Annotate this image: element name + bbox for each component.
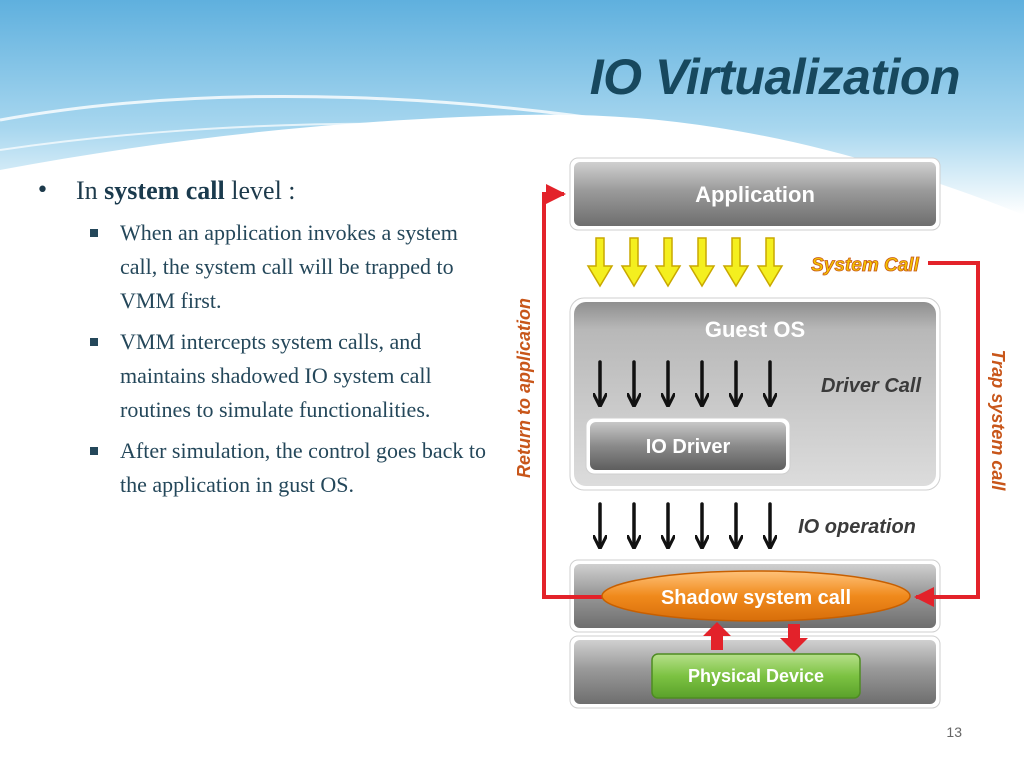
guest-os-label: Guest OS (705, 317, 805, 342)
square-bullet-icon (90, 338, 98, 346)
main-bullet: • In system call level : (30, 170, 500, 212)
system-call-label-bg (802, 251, 928, 277)
shadow-system-call-ellipse: Shadow system call (601, 570, 911, 622)
sub-bullet: VMM intercepts system calls, and maintai… (30, 325, 500, 427)
physical-device-label: Physical Device (688, 666, 824, 686)
io-driver-box: IO Driver (585, 417, 791, 475)
system-call-arrows (586, 237, 784, 288)
return-to-application-line (542, 184, 604, 599)
driver-call-label: Driver Call (821, 375, 921, 397)
application-box: Application (569, 157, 941, 231)
down-red-arrow-icon (780, 624, 808, 652)
system-call-label: System Call (811, 255, 919, 276)
bullet-content: • In system call level : When an applica… (30, 170, 500, 509)
sub-bullet-text: VMM intercepts system calls, and maintai… (120, 329, 432, 422)
square-bullet-icon (90, 447, 98, 455)
io-driver-label: IO Driver (646, 436, 731, 458)
page-number: 13 (946, 724, 962, 740)
shadow-system-call-label: Shadow system call (661, 587, 851, 609)
trap-system-call-label: Trap system call (988, 350, 1008, 492)
trap-system-call-line (914, 261, 980, 607)
application-label: Application (695, 182, 815, 207)
main-bullet-suffix: level : (224, 176, 296, 205)
sub-bullet-text: When an application invokes a system cal… (120, 220, 458, 313)
slide-title: IO Virtualization (589, 49, 961, 105)
io-operation-label: IO operation (798, 516, 916, 538)
sub-bullet: After simulation, the control goes back … (30, 434, 500, 502)
main-bullet-prefix: In (76, 176, 105, 205)
bullet-dot-icon: • (36, 178, 49, 203)
main-bullet-bold: system call (104, 176, 225, 205)
return-to-application-label: Return to application (514, 298, 534, 478)
physical-device-box: Physical Device (651, 653, 861, 699)
sub-bullet: When an application invokes a system cal… (30, 216, 500, 318)
square-bullet-icon (90, 229, 98, 237)
sub-bullet-list: When an application invokes a system cal… (30, 216, 500, 502)
sub-bullet-text: After simulation, the control goes back … (120, 438, 486, 497)
up-red-arrow-icon (703, 622, 731, 650)
driver-call-arrows (600, 360, 770, 404)
io-operation-arrows (600, 502, 770, 546)
